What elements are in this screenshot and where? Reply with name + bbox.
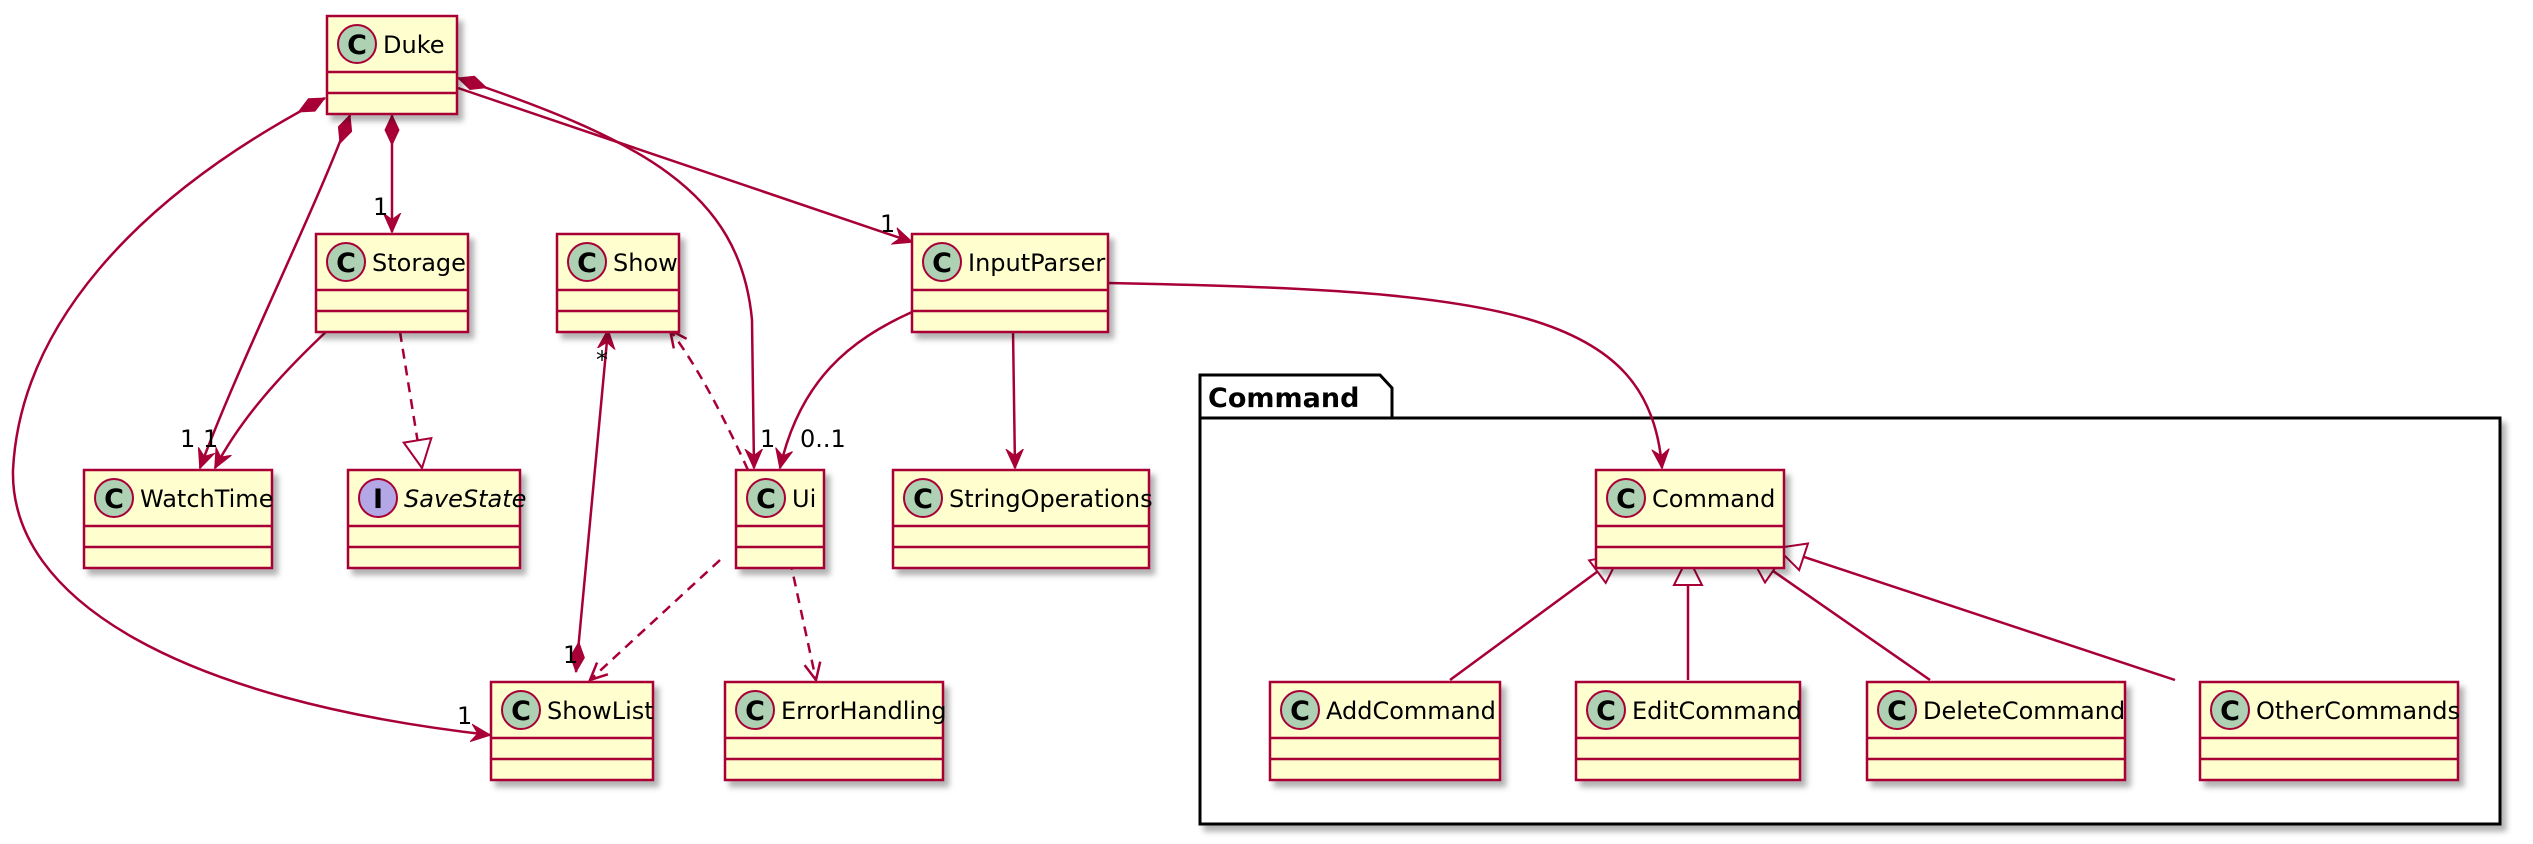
class-name: StringOperations [949, 485, 1153, 513]
duke-storage-multiplicity: 1 [373, 193, 388, 221]
class-stereotype-icon [501, 690, 541, 730]
class-command[interactable]: C Command [1594, 468, 1786, 570]
inputparser-ui-association [780, 310, 913, 468]
class-name: ShowList [547, 697, 654, 725]
class-ui[interactable]: C Ui [734, 468, 826, 570]
showlist-source-multiplicity: 1 [563, 641, 578, 669]
command-package-tab [1198, 373, 1394, 418]
class-name: Show [613, 249, 678, 277]
stereotype-letter: I [373, 484, 383, 515]
class-name: AddCommand [1326, 697, 1496, 725]
class-show-list[interactable]: C ShowList [489, 680, 655, 782]
class-stereotype-icon [735, 690, 775, 730]
duke-inputparser-association [457, 86, 912, 242]
class-name: DeleteCommand [1923, 697, 2125, 725]
class-name: WatchTime [140, 485, 273, 513]
command-package-label: Command [1208, 383, 1359, 414]
class-error-handling[interactable]: C ErrorHandling [723, 680, 946, 782]
class-stereotype-icon [567, 242, 607, 282]
class-stereotype-icon [1586, 690, 1626, 730]
class-name: InputParser [968, 249, 1105, 277]
class-stereotype-icon [922, 242, 962, 282]
stereotype-letter: C [104, 484, 124, 515]
class-add-command[interactable]: C AddCommand [1268, 680, 1502, 782]
class-stereotype-icon [903, 478, 943, 518]
inputparser-ui-multiplicity: 0..1 [800, 425, 846, 453]
class-stereotype-icon [94, 478, 134, 518]
duke-showlist-composition [11, 96, 490, 735]
showlist-show-composition [576, 330, 608, 672]
class-stereotype-icon [326, 242, 366, 282]
stereotype-letter: C [1887, 696, 1907, 727]
class-show[interactable]: C Show [555, 232, 681, 334]
stereotype-letter: C [577, 248, 597, 279]
class-box [723, 680, 945, 782]
inputparser-command-association [1107, 281, 1662, 468]
stereotype-letter: C [336, 248, 356, 279]
class-watch-time[interactable]: C WatchTime [82, 468, 273, 570]
stereotype-letter: C [913, 484, 933, 515]
storage-watchtime-association [213, 329, 329, 468]
class-name: SaveState [404, 485, 526, 513]
class-name: ErrorHandling [781, 697, 946, 725]
class-stereotype-icon [746, 478, 786, 518]
class-name: Command [1652, 485, 1775, 513]
class-string-operations[interactable]: C StringOperations [891, 468, 1153, 570]
class-stereotype-icon [1877, 690, 1917, 730]
duke-ui-composition [458, 78, 754, 468]
ui-showlist-dependency [587, 559, 721, 682]
stereotype-letter: C [511, 696, 531, 727]
class-name: OtherCommands [2256, 697, 2460, 725]
showlist-show-multiplicity: * [596, 346, 608, 374]
class-input-parser[interactable]: C InputParser [910, 232, 1110, 334]
duke-inputparser-multiplicity: 1 [880, 210, 895, 238]
stereotype-letter: C [932, 248, 952, 279]
relations: 1 1 1 1 1 1 1 * 0..1 [11, 78, 2176, 735]
othercommands-command-generalization [1777, 548, 2176, 682]
deletecommand-command-generalization [1750, 555, 1931, 682]
ui-errorhandling-dependency [788, 559, 822, 683]
class-duke[interactable]: C Duke [325, 14, 459, 116]
class-stereotype-icon [2210, 690, 2250, 730]
class-name: Storage [372, 249, 466, 277]
addcommand-command-generalization [1449, 555, 1620, 682]
stereotype-letter: C [2220, 696, 2240, 727]
stereotype-letter: C [756, 484, 776, 515]
class-stereotype-icon [337, 24, 377, 64]
duke-showlist-multiplicity: 1 [457, 702, 472, 730]
class-stereotype-icon [1606, 478, 1646, 518]
class-delete-command[interactable]: C DeleteCommand [1865, 680, 2127, 782]
stereotype-letter: C [1616, 484, 1636, 515]
storage-watchtime-multiplicity: 1 [180, 425, 195, 453]
class-other-commands[interactable]: C OtherCommands [2198, 680, 2460, 782]
stereotype-letter: C [745, 696, 765, 727]
class-stereotype-icon [1280, 690, 1320, 730]
inputparser-stringoperations-association [1013, 329, 1015, 468]
stereotype-letter: C [1596, 696, 1616, 727]
class-save-state[interactable]: I SaveState [346, 468, 526, 570]
class-storage[interactable]: C Storage [314, 232, 470, 334]
class-name: Ui [792, 485, 816, 513]
duke-ui-multiplicity: 1 [760, 425, 775, 453]
stereotype-letter: C [1290, 696, 1310, 727]
storage-savestate-realization [398, 331, 422, 468]
duke-watchtime-multiplicity: 1 [203, 425, 218, 453]
class-name: EditCommand [1632, 697, 1802, 725]
ui-show-dependency [668, 327, 750, 471]
class-name: Duke [383, 31, 445, 59]
interface-stereotype-icon [358, 478, 398, 518]
class-edit-command[interactable]: C EditCommand [1574, 680, 1802, 782]
stereotype-letter: C [347, 30, 367, 61]
